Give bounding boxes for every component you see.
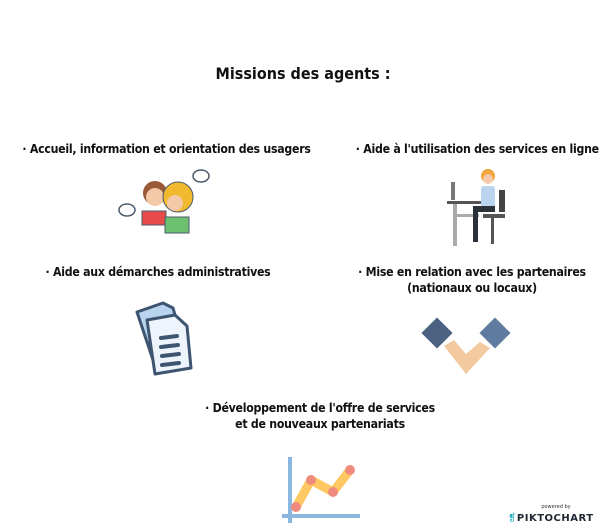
documents-icon [135, 301, 193, 376]
piktochart-logo-icon: ❡ [508, 513, 517, 524]
person-at-computer-icon [447, 169, 505, 246]
mission-heading: · Aide à l'utilisation des services en l… [355, 141, 599, 156]
mission-heading: · Mise en relation avec les partenaires [358, 264, 586, 279]
page-title: Missions des agents : [215, 64, 391, 83]
people-talking-icon [118, 169, 210, 234]
mission-heading: · Aide aux démarches administratives [45, 264, 271, 279]
powered-by-label: powered by [541, 504, 571, 510]
mission-subheading: (nationaux ou locaux) [407, 280, 537, 295]
growth-chart-icon [282, 457, 360, 523]
mission-heading: · Développement de l'offre de services [205, 400, 435, 415]
piktochart-name: PIKTOCHART [516, 513, 594, 524]
mission-heading: · Accueil, information et orientation de… [22, 141, 311, 156]
piktochart-branding: powered by ❡PIKTOCHART [508, 504, 604, 525]
handshake-icon [421, 317, 511, 374]
mission-subheading: et de nouveaux partenariats [235, 416, 405, 431]
